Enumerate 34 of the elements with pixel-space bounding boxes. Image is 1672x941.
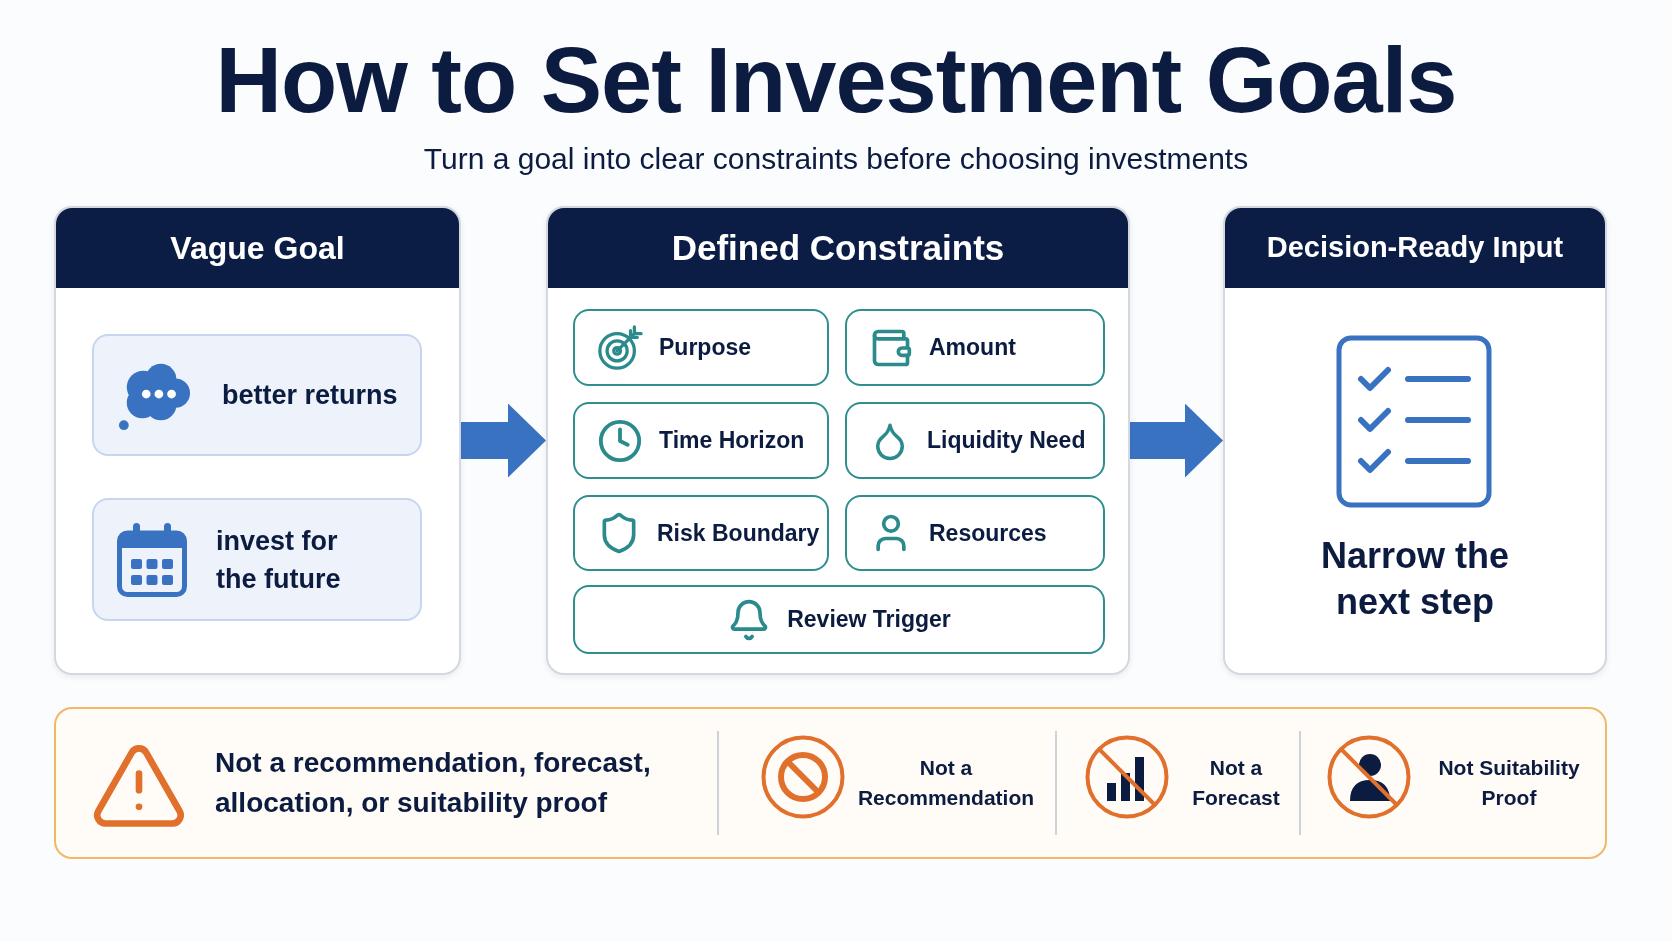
goal-text: invest for the future [216, 524, 342, 596]
chip-text: Purpose [659, 333, 752, 363]
result-text: Narrow the next step [1319, 534, 1510, 624]
disclaimer-item-text: Not a Forecast [1191, 755, 1281, 811]
panel-header: Defined Constraints [548, 208, 1128, 288]
disclaimer-text: Not a recommendation, forecast, allocation, or suitability proof [215, 746, 652, 820]
panel [54, 206, 461, 675]
disclaimer-item-text: Not a Recommendation [856, 755, 1036, 811]
constraint-chip [573, 585, 1105, 654]
disclaimer-banner [54, 707, 1607, 859]
goal-card [92, 334, 422, 456]
constraint-chip [573, 495, 829, 571]
chip-text: Time Horizon [659, 426, 805, 456]
panel [1223, 206, 1607, 675]
chip-text: Risk Boundary [657, 518, 820, 548]
constraint-chip [845, 309, 1105, 386]
block-arrow [461, 403, 546, 478]
block-arrow [1130, 403, 1223, 478]
constraint-chip [845, 495, 1105, 571]
constraint-chip [573, 309, 829, 386]
chip-text: Review Trigger [787, 605, 951, 635]
panel [546, 206, 1130, 675]
chip-text: Liquidity Need [927, 426, 1086, 456]
disclaimer-item-text: Not Suitability Proof [1437, 755, 1581, 811]
subtitle: Turn a goal into clear constraints before choosing investments [423, 141, 1249, 177]
chip-text: Resources [929, 518, 1047, 548]
goal-card [92, 498, 422, 621]
chip-text: Amount [929, 333, 1016, 363]
constraint-chip [573, 402, 829, 479]
goal-text: better returns [222, 379, 399, 412]
constraint-chip [845, 402, 1105, 479]
panel-header: Vague Goal [56, 208, 459, 288]
title: How to Set Investment Goals [215, 28, 1457, 133]
panel-header: Decision-Ready Input [1225, 208, 1605, 288]
